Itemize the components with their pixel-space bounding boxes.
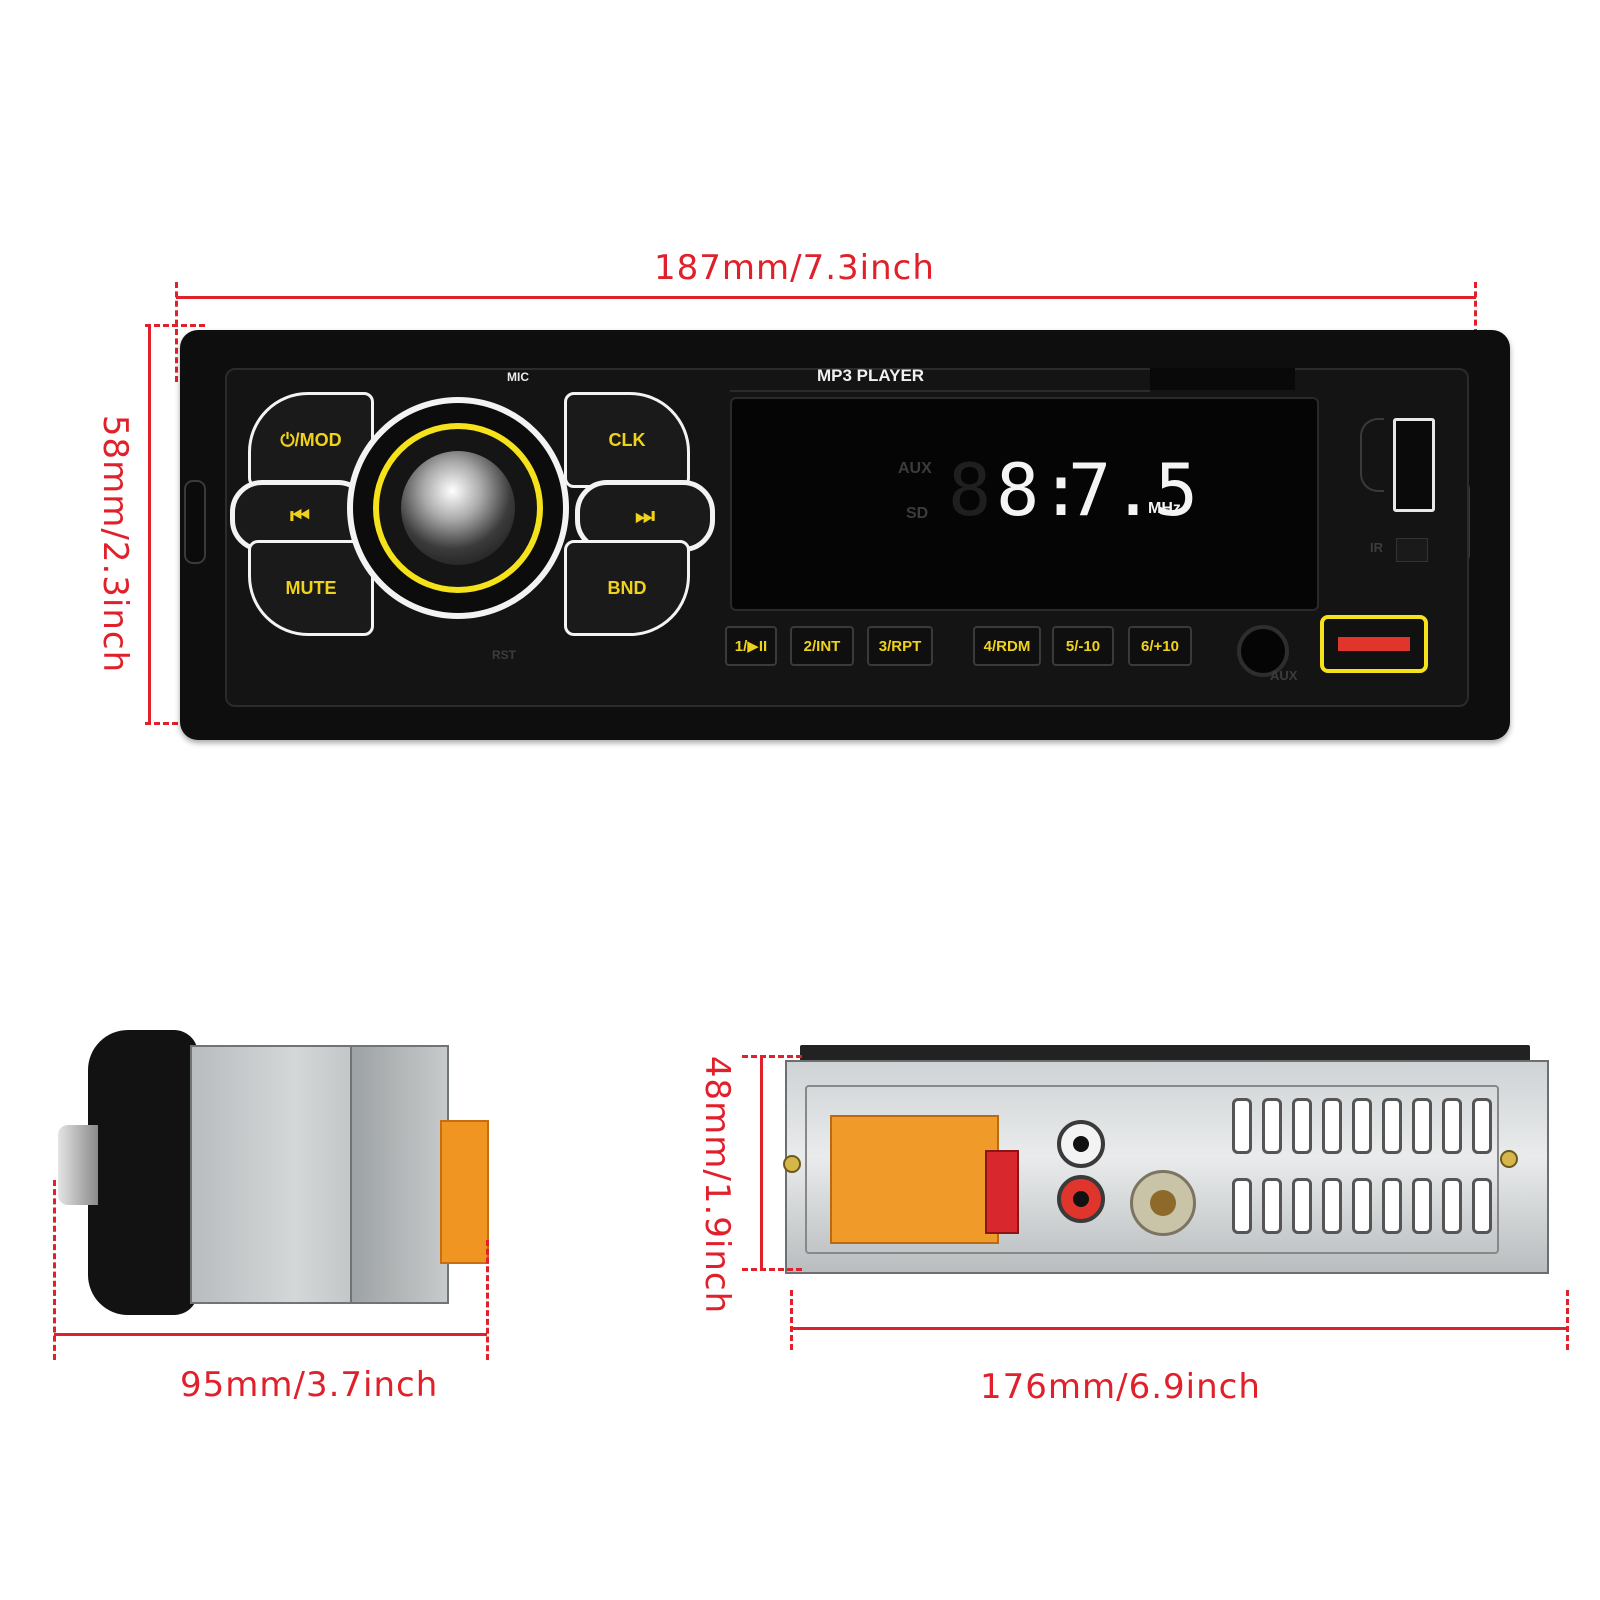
lcd-dim-digit: 8 xyxy=(948,448,992,532)
lcd-display xyxy=(730,397,1319,611)
vent-top-2 xyxy=(1262,1098,1282,1154)
side-depth-line xyxy=(54,1333,487,1336)
rear-height-tick-top xyxy=(742,1055,802,1058)
vent-top-3 xyxy=(1292,1098,1312,1154)
rear-width-tick-left xyxy=(790,1290,793,1350)
title-strip xyxy=(730,368,1150,392)
rear-height-tick-bottom xyxy=(742,1268,802,1271)
prev-track-icon: ⏮ xyxy=(290,503,310,528)
side-view-faceplate xyxy=(88,1030,198,1315)
iso-connector xyxy=(830,1115,999,1244)
vent-bottom-3 xyxy=(1292,1178,1312,1234)
vent-top-1 xyxy=(1232,1098,1252,1154)
vent-top-7 xyxy=(1412,1098,1432,1154)
vent-bottom-7 xyxy=(1412,1178,1432,1234)
vent-top-8 xyxy=(1442,1098,1462,1154)
top-right-notch xyxy=(1150,368,1295,390)
front-height-label: 58mm/2.3inch xyxy=(95,414,135,674)
front-width-label: 187mm/7.3inch xyxy=(654,248,935,288)
rear-width-tick-right xyxy=(1566,1290,1569,1350)
side-view-connector xyxy=(440,1120,489,1264)
vent-bottom-1 xyxy=(1232,1178,1252,1234)
bnd-button[interactable]: BND xyxy=(564,540,690,636)
aux-label: AUX xyxy=(1270,668,1298,683)
ir-label: IR xyxy=(1370,540,1383,555)
side-depth-tick-left xyxy=(53,1180,56,1360)
aux-indicator: AUX xyxy=(898,460,932,477)
knob-light-ring xyxy=(373,423,543,593)
front-width-line xyxy=(176,296,1476,299)
preset-4-button[interactable]: 4/RDM xyxy=(973,626,1041,666)
front-height-tick-top xyxy=(145,324,205,327)
side-depth-tick-right xyxy=(486,1240,489,1360)
vent-bottom-8 xyxy=(1442,1178,1462,1234)
next-track-icon: ⏭ xyxy=(635,503,655,528)
vent-top-6 xyxy=(1382,1098,1402,1154)
lcd-frequency: 7.5 xyxy=(1068,448,1199,532)
vent-top-4 xyxy=(1322,1098,1342,1154)
vent-top-9 xyxy=(1472,1098,1492,1154)
vent-bottom-9 xyxy=(1472,1178,1492,1234)
knob-center xyxy=(401,451,515,565)
lcd-unit: MHz xyxy=(1148,500,1181,517)
side-chassis-rail xyxy=(350,1045,449,1304)
clk-button[interactable]: CLK xyxy=(564,392,690,488)
antenna-socket xyxy=(1130,1170,1196,1236)
lcd-clock-digits: 8: xyxy=(996,448,1083,532)
iso-fuse-block xyxy=(985,1150,1019,1234)
mp3-player-title: MP3 PLAYER xyxy=(817,366,925,385)
aux-jack-icon[interactable] xyxy=(1237,625,1289,677)
volume-knob[interactable] xyxy=(347,397,569,619)
front-height-tick-bottom xyxy=(145,722,205,725)
rear-top-edge xyxy=(800,1045,1530,1061)
usb-port-icon[interactable] xyxy=(1393,418,1435,512)
side-depth-label: 95mm/3.7inch xyxy=(180,1365,439,1405)
preset-2-button[interactable]: 2/INT xyxy=(790,626,854,666)
front-width-tick-left xyxy=(175,282,178,382)
preset-1-button[interactable]: 1/▶II xyxy=(725,626,777,666)
rst-label: RST xyxy=(492,648,516,662)
preset-5-button[interactable]: 5/-10 xyxy=(1052,626,1114,666)
usb-charge-slot xyxy=(1338,637,1410,651)
preset-3-button[interactable]: 3/RPT xyxy=(867,626,933,666)
rca-red-jack xyxy=(1057,1175,1105,1223)
rear-screw-right xyxy=(1500,1150,1518,1168)
rear-height-label: 48mm/1.9inch xyxy=(697,1055,737,1315)
side-knob-edge xyxy=(58,1125,98,1205)
ir-sensor xyxy=(1396,538,1428,562)
rear-recess xyxy=(805,1085,1499,1254)
rca-white-jack xyxy=(1057,1120,1105,1168)
mic-label: MIC xyxy=(507,370,529,384)
vent-bottom-6 xyxy=(1382,1178,1402,1234)
rear-width-line xyxy=(791,1327,1567,1330)
usb-charge-port[interactable] xyxy=(1320,615,1428,673)
vent-top-5 xyxy=(1352,1098,1372,1154)
vent-bottom-2 xyxy=(1262,1178,1282,1234)
vent-bottom-4 xyxy=(1322,1178,1342,1234)
sd-indicator: SD xyxy=(906,505,929,522)
sd-slot-icon xyxy=(1360,418,1384,492)
rear-screw-left xyxy=(783,1155,801,1173)
preset-6-button[interactable]: 6/+10 xyxy=(1128,626,1192,666)
left-release-slot xyxy=(184,480,206,564)
front-height-line xyxy=(148,324,151,724)
vent-bottom-5 xyxy=(1352,1178,1372,1234)
rear-height-line xyxy=(760,1055,763,1270)
mute-button[interactable]: MUTE xyxy=(248,540,374,636)
rear-width-label: 176mm/6.9inch xyxy=(980,1367,1261,1407)
